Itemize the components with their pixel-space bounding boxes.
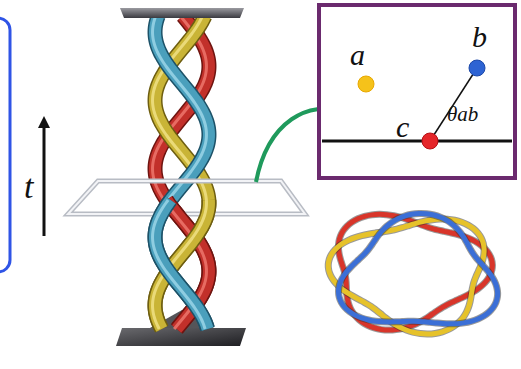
time-label: t	[24, 170, 33, 204]
braid-strand	[153, 16, 209, 328]
anyon-label: b	[472, 22, 487, 52]
braid-strand	[153, 16, 209, 328]
anyon-label: a	[350, 40, 365, 70]
time-arrow	[43, 122, 46, 236]
braid-strand	[153, 16, 209, 328]
top-plate	[120, 8, 244, 18]
knot-outline	[338, 213, 497, 323]
reference-line	[322, 140, 512, 143]
time-slice-plane	[68, 181, 305, 214]
side-panel	[0, 18, 10, 272]
anyon-a	[358, 76, 374, 92]
time-slice-plane-highlight	[68, 181, 305, 214]
anyon-label: c	[396, 112, 409, 142]
knot-loop	[338, 213, 497, 323]
braid-strand	[153, 200, 209, 329]
inset-box	[319, 5, 515, 178]
braid-strands	[153, 16, 209, 328]
braid-closure-knot	[328, 213, 497, 334]
anyon-c	[422, 133, 438, 149]
strand-highlight	[153, 200, 206, 329]
braid-strand	[153, 200, 208, 329]
angle-label: θab	[447, 104, 478, 125]
braid-strands-front	[153, 200, 209, 329]
anyon-b	[469, 60, 485, 76]
